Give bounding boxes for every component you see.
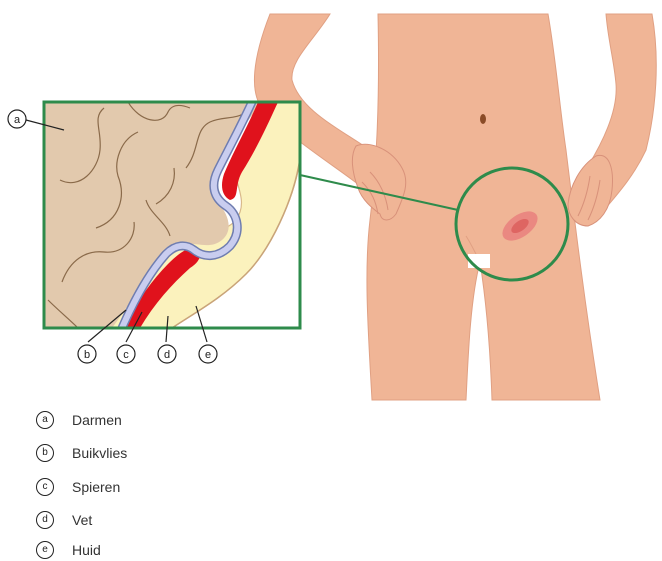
callout-b: b [78,345,96,363]
legend-item-buikvlies: b Buikvlies [36,442,127,464]
legend-label-vet: Vet [72,512,92,528]
legend-badge-b: b [36,444,54,462]
legend-badge-d: d [36,511,54,529]
body-illustration [254,14,656,400]
svg-text:a: a [14,114,21,126]
svg-text:b: b [84,349,90,361]
svg-text:c: c [123,349,129,361]
svg-text:d: d [164,349,170,361]
navel [480,114,486,124]
legend-label-huid: Huid [72,542,101,558]
legend-item-vet: d Vet [36,509,92,531]
legend-badge-e: e [36,541,54,559]
legend-label-spieren: Spieren [72,479,120,495]
legend-label-darmen: Darmen [72,412,122,428]
legend-badge-a: a [36,411,54,429]
legend-item-spieren: c Spieren [36,476,120,498]
legend-item-huid: e Huid [36,539,101,561]
cross-section [44,102,300,328]
callout-e: e [199,345,217,363]
callout-c: c [117,345,135,363]
legend-badge-c: c [36,478,54,496]
callout-a: a [8,110,26,128]
legend-item-darmen: a Darmen [36,409,122,431]
svg-text:e: e [205,349,211,361]
legend-label-buikvlies: Buikvlies [72,445,127,461]
callout-d: d [158,345,176,363]
